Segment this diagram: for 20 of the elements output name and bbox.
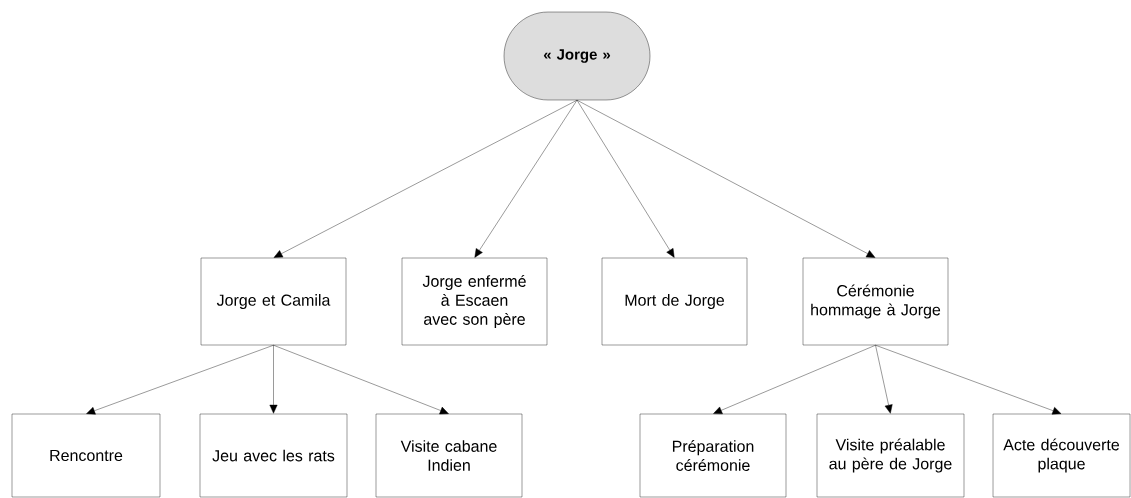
arrow [474,100,578,258]
arrow [875,345,893,414]
process-box: Jorge et Camila [200,257,347,346]
process-box: Visite préalable au père de Jorge [816,413,965,498]
process-box: Jorge enfermé à Escaen avec son père [401,257,548,346]
process-box: Visite cabane Indien [375,413,523,498]
arrow [273,345,449,415]
arrow [713,345,876,415]
arrow [269,345,278,414]
process-box: Acte découverte plaque [992,413,1131,498]
arrow [86,345,274,415]
process-box: Mort de Jorge [601,257,748,346]
process-box: Jeu avec les rats [199,413,348,498]
process-box: Préparation cérémonie [639,413,787,498]
arrow [875,345,1062,415]
process-box: Rencontre [11,413,161,498]
arrow [576,100,675,258]
arrow [576,100,876,258]
arrow [273,100,578,258]
process-box: Cérémonie hommage à Jorge [802,257,949,346]
